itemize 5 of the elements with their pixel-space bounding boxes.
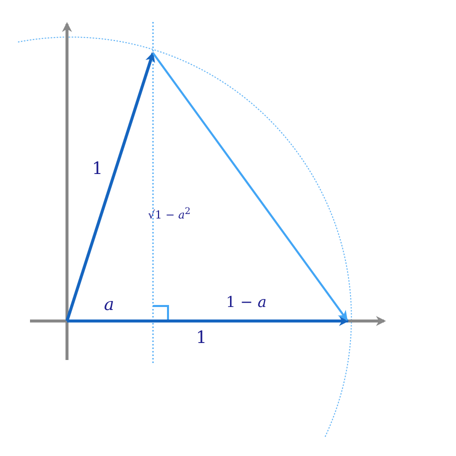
height-label: √1 − a$^{2}$: [148, 207, 191, 221]
length-label: 1: [92, 161, 103, 178]
length-label: 1: [196, 330, 207, 347]
length-label: 1 − a: [226, 295, 267, 310]
length-label: a: [104, 297, 114, 314]
